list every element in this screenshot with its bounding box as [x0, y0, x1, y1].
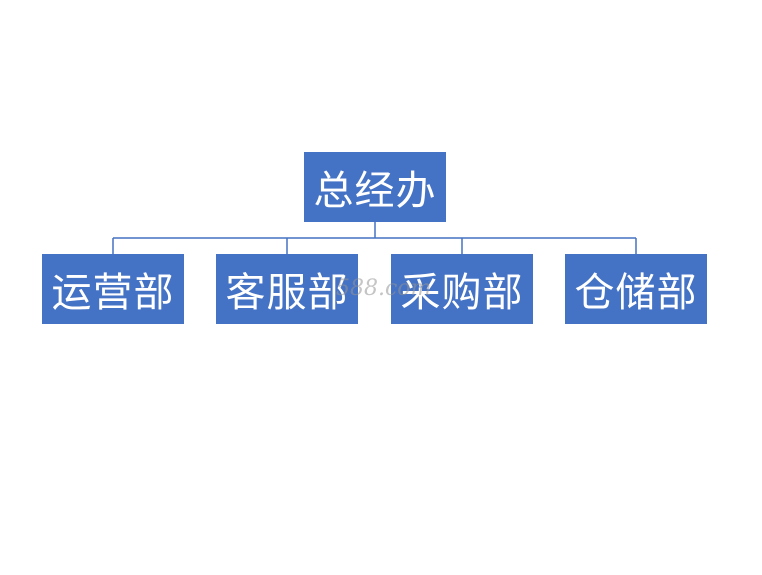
node-child-2: 客服部: [216, 254, 358, 324]
node-child-3-label: 采购部: [400, 270, 524, 316]
node-root-label: 总经办: [313, 168, 437, 214]
node-child-2-label: 客服部: [225, 270, 349, 316]
node-child-4-label: 仓储部: [574, 270, 698, 316]
node-root: 总经办: [304, 152, 446, 222]
node-child-1: 运营部: [42, 254, 184, 324]
node-child-4: 仓储部: [565, 254, 707, 324]
node-child-1-label: 运营部: [51, 270, 175, 316]
node-child-3: 采购部: [391, 254, 533, 324]
